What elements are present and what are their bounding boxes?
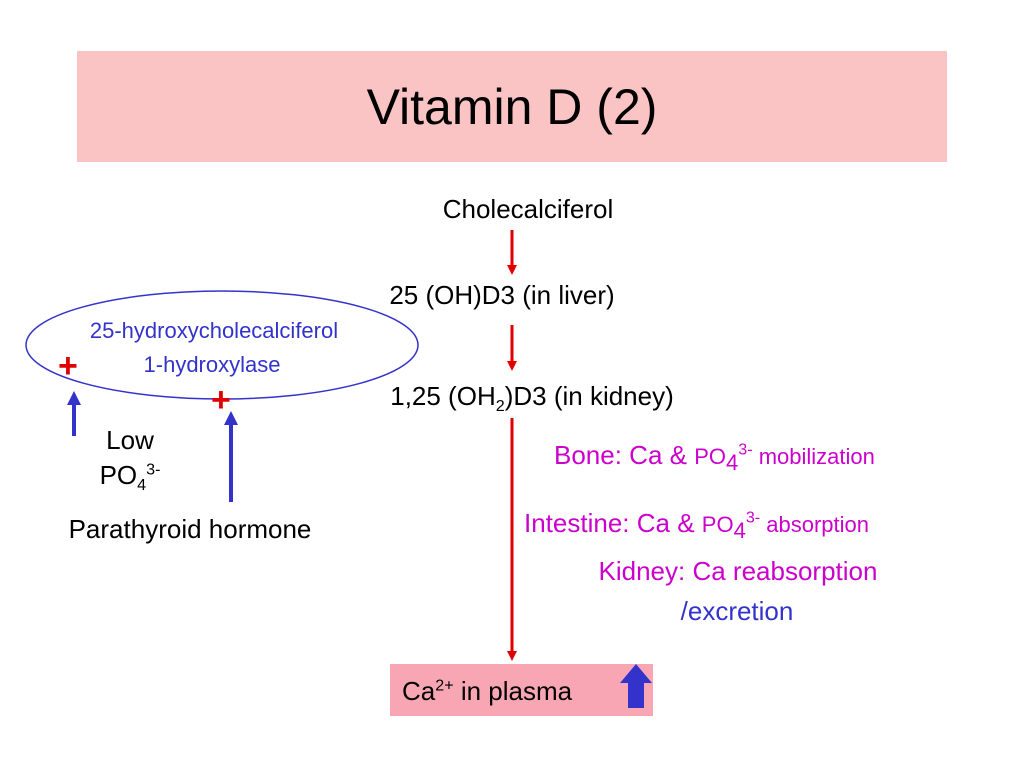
step-cholecalciferol: Cholecalciferol xyxy=(442,194,614,224)
plus-sign-pth: + xyxy=(211,381,231,419)
low-label: Low xyxy=(106,425,154,455)
enzyme-name-line2: 1-hydroxylase xyxy=(143,352,281,377)
slide-title: Vitamin D (2) xyxy=(366,78,658,135)
effect-bone: Bone: Ca & PO43- mobilization xyxy=(554,440,875,476)
step-kidney: 1,25 (OH2)D3 (in kidney) xyxy=(390,381,674,416)
increase-arrow-icon xyxy=(620,664,652,708)
result-label: Ca2+ in plasma xyxy=(402,676,573,706)
effect-intestine: Intestine: Ca & PO43- absorption xyxy=(524,508,869,544)
title-banner: Vitamin D (2) xyxy=(77,51,947,162)
result-box xyxy=(390,664,653,716)
po4-label: PO43- xyxy=(99,460,161,495)
effect-kidney-line1: Kidney: Ca reabsorption xyxy=(598,556,878,586)
step-liver: 25 (OH)D3 (in liver) xyxy=(389,280,615,310)
effect-kidney-line2: /excretion xyxy=(680,596,794,626)
pth-label: Parathyroid hormone xyxy=(68,514,312,544)
plus-sign-low-po4: + xyxy=(58,347,78,385)
enzyme-ellipse xyxy=(25,290,419,400)
enzyme-name-line1: 25-hydroxycholecalciferol xyxy=(89,318,339,343)
